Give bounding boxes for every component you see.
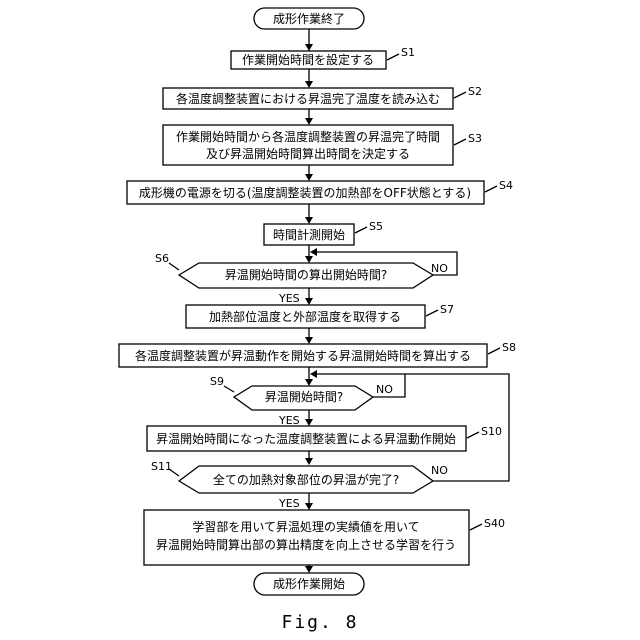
decision-s11: 全ての加熱対象部位の昇温が完了? S11 NO YES (151, 460, 448, 510)
step-s7-label: S7 (440, 303, 454, 316)
step-s8-label: S8 (502, 341, 516, 354)
step-s5: 時間計測開始 S5 (264, 220, 383, 245)
step-s2-label: S2 (468, 85, 482, 98)
step-s2: 各温度調整装置における昇温完了温度を読み込む S2 (163, 85, 482, 109)
step-s8-text: 各温度調整装置が昇温動作を開始する昇温開始時間を算出する (135, 348, 471, 363)
step-s7-text: 加熱部位温度と外部温度を取得する (209, 309, 401, 324)
end-terminal: 成形作業開始 (254, 573, 364, 595)
decision-s11-no: NO (431, 464, 448, 477)
decision-s9-yes: YES (278, 414, 300, 427)
step-s1: 作業開始時間を設定する S1 (231, 46, 415, 69)
decision-s9-no: NO (376, 383, 393, 396)
decision-s6-no: NO (431, 262, 448, 275)
step-s8: 各温度調整装置が昇温動作を開始する昇温開始時間を算出する S8 (119, 341, 516, 367)
step-s4-label: S4 (499, 179, 513, 192)
step-s7: 加熱部位温度と外部温度を取得する S7 (186, 303, 454, 328)
step-s3: 作業開始時間から各温度調整装置の昇温完了時間 及び昇温開始時間算出時間を決定する… (163, 125, 482, 165)
step-s1-label: S1 (401, 46, 415, 59)
decision-s6-label: S6 (155, 252, 169, 265)
step-s40-label: S40 (484, 517, 505, 530)
step-s3-label: S3 (468, 132, 482, 145)
step-s2-text: 各温度調整装置における昇温完了温度を読み込む (176, 91, 440, 106)
decision-s11-yes: YES (278, 497, 300, 510)
start-text: 成形作業終了 (273, 11, 345, 26)
figure-caption: Fig. 8 (281, 612, 358, 633)
step-s4-text: 成形機の電源を切る(温度調整装置の加熱部をOFF状態とする) (139, 185, 471, 200)
step-s10-text: 昇温開始時間になった温度調整装置による昇温動作開始 (156, 431, 456, 446)
decision-s6-yes: YES (278, 292, 300, 305)
step-s10: 昇温開始時間になった温度調整装置による昇温動作開始 S10 (147, 425, 502, 451)
step-s5-text: 時間計測開始 (273, 227, 345, 242)
step-s10-label: S10 (481, 425, 502, 438)
step-s3-text-line1: 作業開始時間から各温度調整装置の昇温完了時間 (176, 129, 440, 144)
step-s40-text-line2: 昇温開始時間算出部の算出精度を向上させる学習を行う (156, 537, 456, 552)
decision-s11-text: 全ての加熱対象部位の昇温が完了? (213, 472, 399, 487)
step-s1-text: 作業開始時間を設定する (242, 52, 374, 67)
step-s4: 成形機の電源を切る(温度調整装置の加熱部をOFF状態とする) S4 (127, 179, 513, 204)
step-s40: 学習部を用いて昇温処理の実績値を用いて 昇温開始時間算出部の算出精度を向上させる… (144, 510, 505, 565)
step-s5-label: S5 (369, 220, 383, 233)
decision-s9-label: S9 (210, 375, 224, 388)
step-s40-text-line1: 学習部を用いて昇温処理の実績値を用いて (192, 519, 419, 534)
decision-s9-text: 昇温開始時間? (265, 390, 343, 404)
step-s3-text-line2: 及び昇温開始時間算出時間を決定する (206, 146, 410, 161)
decision-s9: 昇温開始時間? S9 NO YES (210, 375, 393, 427)
end-text: 成形作業開始 (273, 577, 345, 591)
start-terminal: 成形作業終了 (254, 8, 364, 29)
decision-s11-label: S11 (151, 460, 172, 473)
decision-s6: 昇温開始時間の算出開始時間? S6 NO YES (155, 252, 448, 305)
decision-s6-text: 昇温開始時間の算出開始時間? (225, 267, 387, 282)
